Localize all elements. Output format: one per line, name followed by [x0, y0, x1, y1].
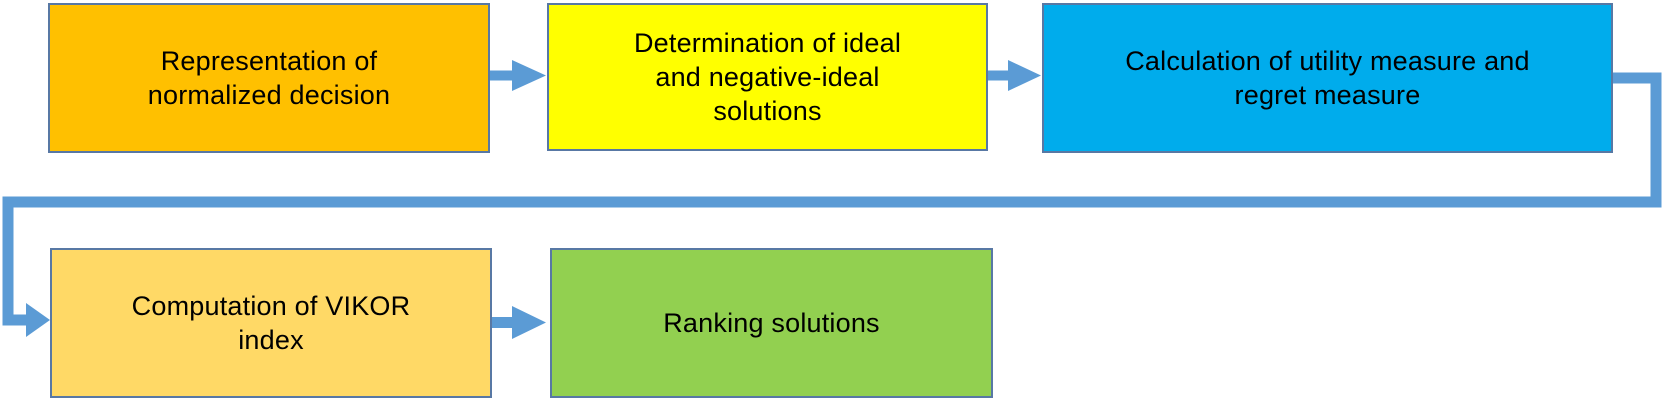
step-label-line: solutions [713, 96, 822, 126]
step-label-line: normalized decision [147, 80, 391, 110]
arrow-right-icon [988, 60, 1041, 91]
arrow-right-icon [26, 303, 50, 337]
step-box-utility-regret: Calculation of utility measure and regre… [1042, 3, 1613, 153]
step-box-ideal-solutions: Determination of ideal and negative-idea… [547, 3, 988, 151]
arrow-right-icon [492, 306, 546, 339]
arrow-right-icon [490, 60, 546, 91]
step-box-ranking: Ranking solutions [550, 248, 993, 398]
step-label-line: and negative-ideal [655, 62, 880, 92]
step-label-line: Ranking solutions [663, 308, 880, 338]
step-label-line: index [238, 325, 304, 355]
step-label-line: Calculation of utility measure and [1125, 46, 1530, 76]
step-label-line: Computation of VIKOR [131, 291, 411, 321]
step-label-line: regret measure [1234, 80, 1421, 110]
step-label-line: Representation of [160, 46, 378, 76]
step-box-normalized-decision: Representation of normalized decision [48, 3, 490, 153]
step-box-vikor-index: Computation of VIKOR index [50, 248, 492, 398]
step-label-line: Determination of ideal [633, 28, 902, 58]
